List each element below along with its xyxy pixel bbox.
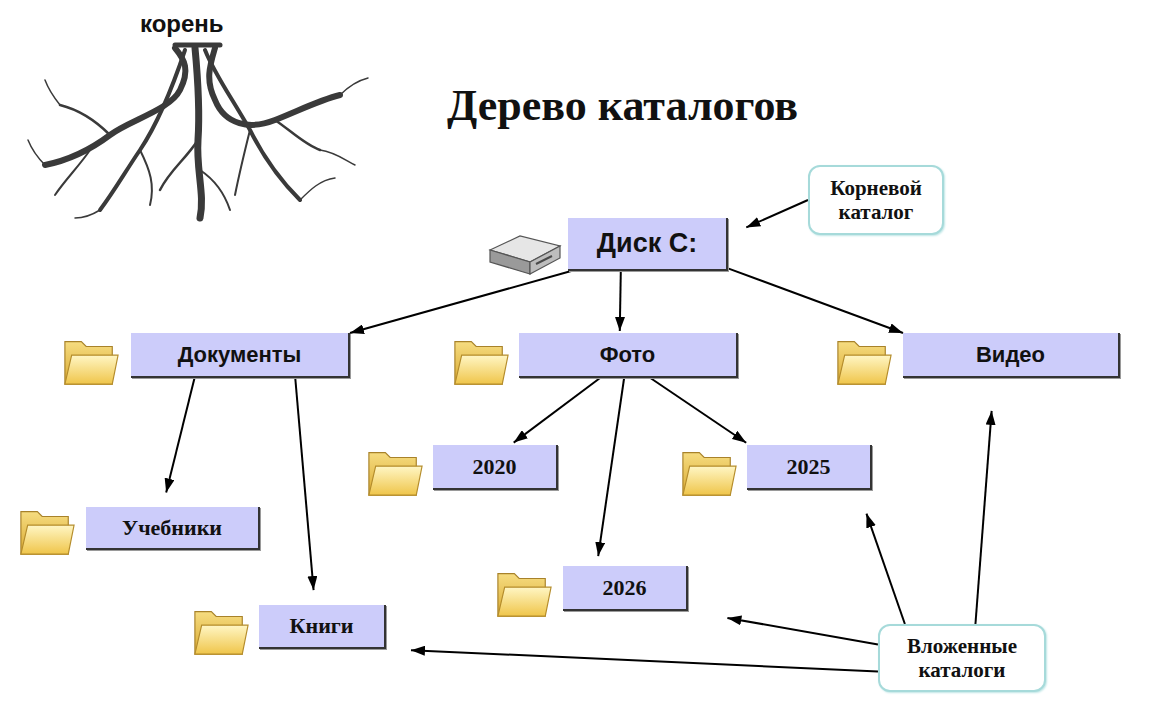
diagram-title: Дерево каталогов [447, 80, 798, 131]
directory-box: 2020 [433, 445, 558, 490]
connector-arrow [295, 378, 313, 590]
connector-arrow [350, 271, 571, 333]
directory-box: Видео [903, 333, 1120, 378]
folder-icons [21, 342, 891, 655]
connector-arrow [975, 411, 991, 624]
connector-arrow [866, 514, 904, 624]
folder-icon [65, 342, 118, 385]
connector-arrow [650, 378, 746, 443]
folder-icon [455, 342, 508, 385]
connector-arrow [727, 618, 878, 644]
node-text: Фото [600, 342, 656, 367]
connector-arrow [746, 200, 808, 227]
connector-arrow [411, 650, 878, 671]
folder-icon [838, 342, 891, 385]
connector-layer [166, 200, 991, 672]
folder-icon [21, 512, 74, 555]
folder-icon [195, 612, 248, 655]
callout-box: Вложенные каталоги [878, 624, 1046, 692]
directory-box: Учебники [86, 507, 260, 550]
directory-box: 2025 [747, 445, 872, 490]
directory-box: Книги [259, 605, 386, 649]
connector-arrow [620, 271, 621, 331]
connector-arrow [166, 378, 194, 492]
node-text: Учебники [122, 515, 222, 540]
node-text: Диск C: [597, 228, 697, 259]
node-text: Книги [290, 613, 354, 638]
folder-icon [683, 453, 736, 496]
node-text: Корневой каталог [810, 176, 942, 224]
node-text: Вложенные каталоги [880, 634, 1044, 682]
directory-box: 2026 [563, 566, 688, 611]
connector-arrow [598, 378, 624, 556]
connector-arrow [514, 378, 600, 443]
node-text: Документы [178, 342, 302, 367]
node-text: 2025 [787, 454, 831, 479]
directory-box: Фото [519, 333, 738, 378]
folder-icon [498, 574, 551, 617]
illustration-label: корень [140, 10, 224, 38]
connector-arrow [728, 268, 903, 333]
root-directory-box: Диск C: [568, 218, 728, 271]
callout-box: Корневой каталог [808, 165, 944, 235]
root-illustration [28, 45, 368, 218]
disk-icon [490, 236, 560, 274]
node-text: 2020 [473, 454, 517, 479]
node-text: Видео [976, 342, 1045, 367]
node-text: 2026 [603, 575, 647, 600]
folder-icon [369, 453, 422, 496]
directory-box: Документы [131, 333, 350, 378]
